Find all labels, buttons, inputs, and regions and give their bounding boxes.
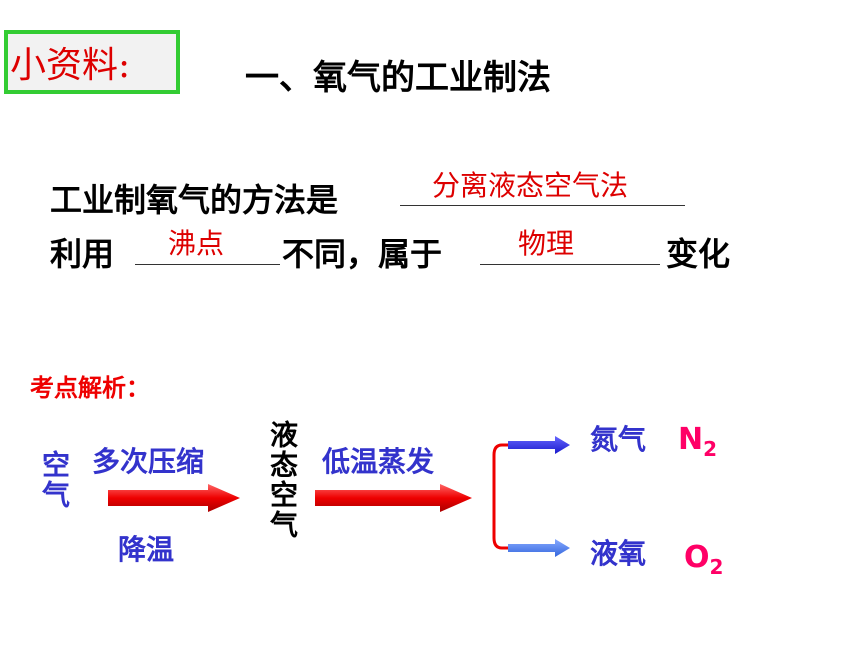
line2-blank1: [135, 264, 280, 265]
line2-suffix: 变化: [666, 235, 731, 273]
analysis-heading: 考点解析：: [30, 374, 150, 402]
step2-evaporate-label: 低温蒸发: [322, 445, 435, 478]
liquid-air-label: 液态空气: [266, 420, 299, 540]
product-liquid-oxygen: 液氧: [590, 537, 647, 570]
line2-answer-physical: 物理: [518, 227, 575, 260]
line2-answer-boiling-point: 沸点: [168, 227, 225, 260]
line1-answer: 分离液态空气法: [432, 169, 629, 202]
page-title: 一、氧气的工业制法: [245, 58, 551, 98]
arrow-right-icon: [508, 539, 570, 557]
resource-tag: 小资料:: [10, 45, 131, 86]
arrow-right-icon: [315, 484, 472, 512]
line2-middle: 不同，属于: [282, 235, 443, 273]
start-material-air: 空气: [38, 450, 71, 510]
line1-prefix: 工业制氧气的方法是: [50, 181, 339, 219]
oxygen-formula: O2: [684, 540, 724, 579]
line2-blank2: [480, 264, 660, 265]
arrow-right-icon: [508, 436, 570, 454]
step1-cool-label: 降温: [118, 533, 175, 566]
arrow-right-icon: [108, 484, 240, 512]
line2-prefix: 利用: [50, 235, 115, 273]
branch-bracket-icon: [492, 443, 508, 550]
resource-tag-box: [4, 30, 180, 94]
nitrogen-formula: N2: [678, 422, 718, 461]
line1-blank: [400, 205, 685, 206]
product-nitrogen: 氮气: [590, 423, 647, 456]
step1-compress-label: 多次压缩: [92, 445, 205, 478]
